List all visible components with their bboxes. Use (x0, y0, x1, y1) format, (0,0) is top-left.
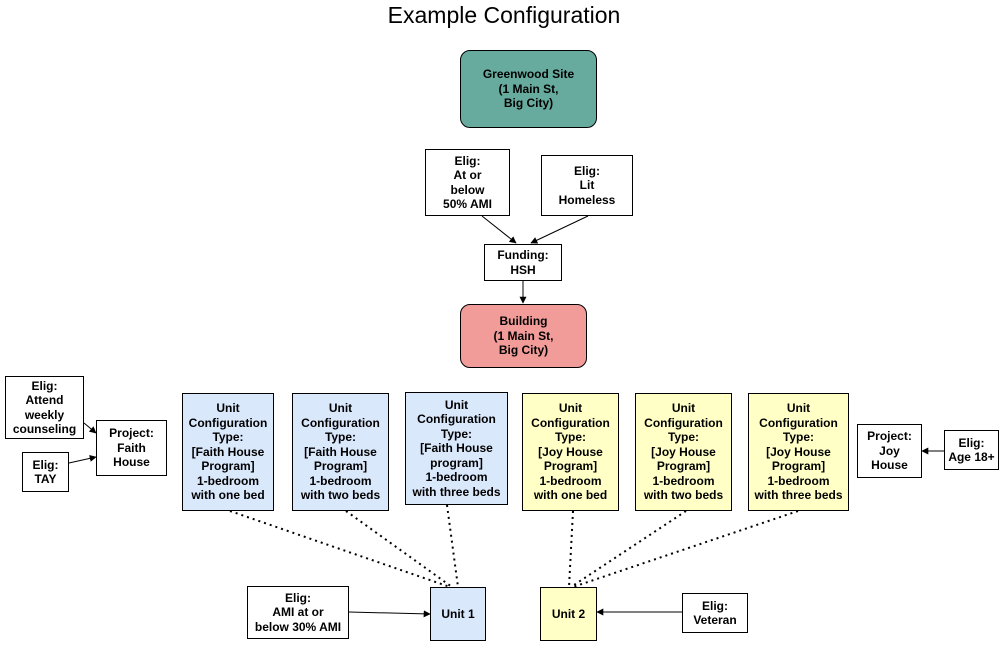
unit-2-node: Unit 2 (540, 587, 597, 641)
link-joy2-unit2 (570, 510, 687, 588)
link-joy3-unit2 (572, 510, 799, 588)
edge-counseling-to-project-faith (83, 422, 97, 434)
project-faith-house-node: Project: Faith House (96, 420, 167, 476)
funding-node: Funding: HSH (484, 244, 562, 281)
edge-ami50-to-funding (481, 215, 517, 244)
unit-config-faith-one-bed-node: Unit Configuration Type: [Faith House Pr… (182, 393, 274, 511)
project-joy-house-node: Project: Joy House (857, 424, 922, 478)
elig-age-18-node: Elig: Age 18+ (944, 430, 999, 470)
elig-tay-node: Elig: TAY (22, 452, 69, 492)
elig-lit-homeless-node: Elig: Lit Homeless (541, 155, 633, 216)
greenwood-site-node: Greenwood Site (1 Main St, Big City) (460, 50, 597, 128)
edge-lithomeless-to-funding (530, 215, 589, 244)
unit-config-joy-one-bed-node: Unit Configuration Type: [Joy House Prog… (522, 393, 619, 511)
edge-ami30-to-unit1 (348, 610, 431, 618)
elig-ami-30-node: Elig: AMI at or below 30% AMI (247, 586, 349, 639)
link-faith1-unit1 (229, 510, 451, 588)
elig-ami-50-node: Elig: At or below 50% AMI (425, 149, 510, 216)
elig-veteran-node: Elig: Veteran (682, 593, 748, 633)
unit-config-joy-two-beds-node: Unit Configuration Type: [Joy House Prog… (635, 393, 732, 511)
building-node: Building (1 Main St, Big City) (460, 304, 587, 368)
link-joy1-unit2 (568, 510, 574, 588)
unit-config-joy-three-beds-node: Unit Configuration Type: [Joy House Prog… (748, 393, 849, 511)
unit-config-faith-three-beds-node: Unit Configuration Type: [Faith House pr… (405, 392, 508, 505)
elig-weekly-counseling-node: Elig: Attend weekly counseling (5, 376, 84, 439)
unit-config-faith-two-beds-node: Unit Configuration Type: [Faith House Pr… (292, 393, 389, 511)
edge-tay-to-project-faith (68, 454, 97, 464)
diagram-title: Example Configuration (387, 2, 621, 28)
link-faith2-unit1 (345, 510, 453, 588)
link-faith3-unit1 (446, 504, 459, 588)
unit-1-node: Unit 1 (430, 587, 486, 641)
